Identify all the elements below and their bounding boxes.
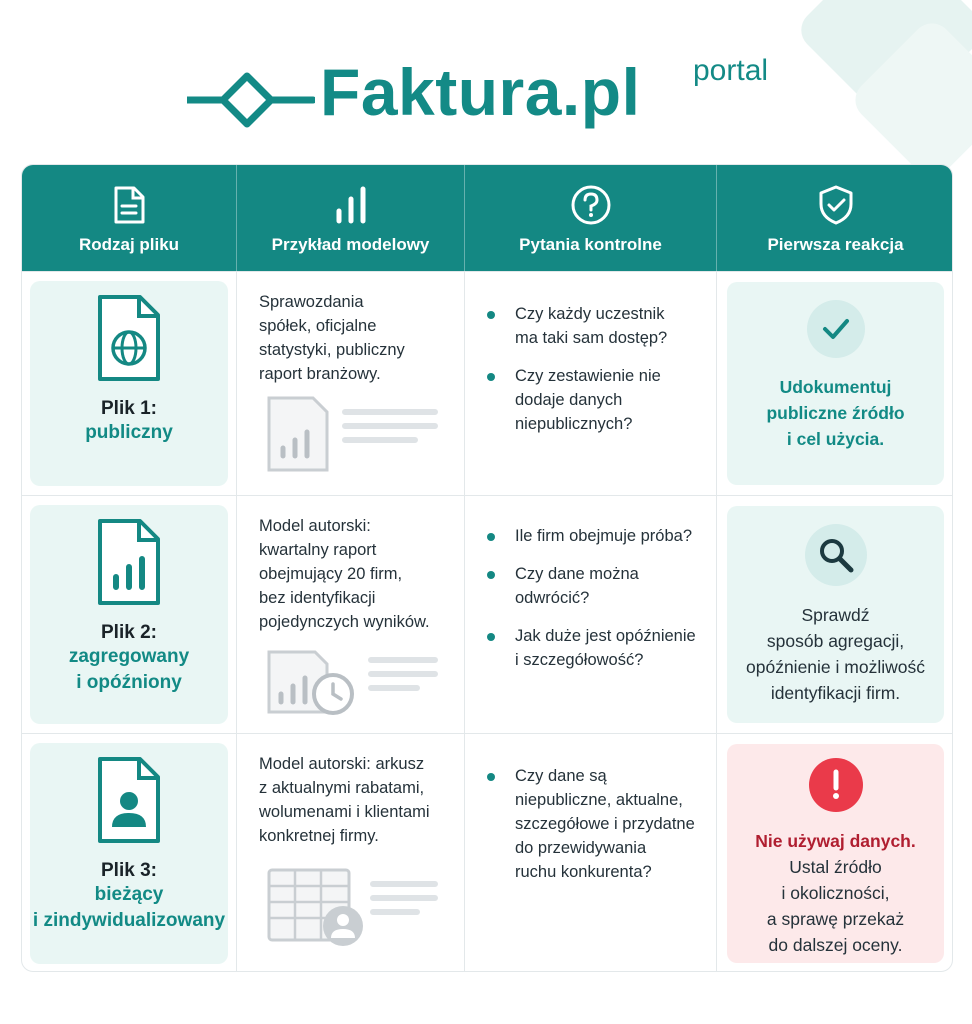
alert-icon: [808, 758, 863, 812]
list-item: Czy dane są niepubliczne, aktualne, szcz…: [485, 764, 706, 884]
reaction-card: Nie używaj danych. Ustal źródło i okolic…: [727, 744, 944, 963]
background-decoration: [672, 0, 972, 170]
file-subtitle: zagregowany: [68, 646, 190, 667]
table-row: Plik 3: bieżący i zindywidualizowany Mod…: [22, 733, 952, 971]
question-list: Czy dane są niepubliczne, aktualne, szcz…: [485, 764, 706, 898]
example-text: Model autorski: arkusz z aktualnymi raba…: [259, 755, 430, 845]
list-item: Ile firm obejmuje próba?: [485, 524, 706, 548]
file-title: Plik 1:: [101, 398, 157, 419]
table-row: Plik 1: publiczny Sprawozdania spółek, o…: [22, 271, 952, 495]
reaction-strong-text: i cel użycia.: [786, 429, 885, 449]
check-icon: [806, 300, 865, 358]
brand-suffix: portal: [693, 54, 769, 87]
file-subtitle: bieżący: [94, 884, 164, 905]
reaction-cell: Nie używaj danych. Ustal źródło i okolic…: [717, 734, 952, 971]
file-type-cell: Plik 3: bieżący i zindywidualizowany: [22, 734, 237, 971]
example-text: Model autorski: kwartalny raport obejmuj…: [259, 517, 430, 631]
file-title: Plik 2:: [101, 622, 157, 643]
example-cell: Model autorski: arkusz z aktualnymi raba…: [237, 734, 465, 971]
reaction-card: Udokumentuj publiczne źródło i cel użyci…: [727, 282, 944, 485]
reaction-card: Sprawdź sposób agregacji, opóźnienie i m…: [727, 506, 944, 723]
document-icon: [112, 183, 146, 227]
example-cell: Sprawozdania spółek, oficjalne statystyk…: [237, 272, 465, 495]
globe-file-icon: [94, 293, 164, 388]
file-card: Plik 3: bieżący i zindywidualizowany: [30, 743, 228, 964]
reaction-text: do dalszej oceny.: [768, 935, 903, 955]
header-label: Pierwsza reakcja: [767, 235, 904, 254]
file-card: Plik 1: publiczny: [30, 281, 228, 486]
file-title: Plik 3:: [101, 860, 157, 881]
file-type-cell: Plik 2: zagregowany i opóźniony: [22, 496, 237, 733]
questions-cell: Czy dane są niepubliczne, aktualne, szcz…: [465, 734, 717, 971]
table-row: Plik 2: zagregowany i opóźniony Model au…: [22, 495, 952, 733]
header-cell-questions: Pytania kontrolne: [465, 165, 717, 271]
example-cell: Model autorski: kwartalny raport obejmuj…: [237, 496, 465, 733]
header-label: Przykład modelowy: [271, 235, 430, 254]
file-subtitle: i zindywidualizowany: [32, 910, 226, 931]
spreadsheet-person-icon: [265, 866, 445, 953]
bar-chart-icon: [333, 183, 369, 227]
header-cell-example: Przykład modelowy: [237, 165, 465, 271]
reaction-strong-text: Udokumentuj: [779, 377, 892, 397]
brand-name: Faktura.pl: [320, 55, 641, 129]
reaction-text: Ustal źródło: [789, 857, 882, 877]
reaction-text: opóźnienie i możliwość: [746, 657, 925, 677]
file-subtitle: publiczny: [85, 422, 173, 443]
reaction-text: Sprawdź: [801, 605, 870, 625]
chart-file-icon: [94, 517, 164, 612]
comparison-table: Rodzaj pliku Przykład modelowy Pytania k…: [21, 164, 953, 972]
reaction-cell: Sprawdź sposób agregacji, opóźnienie i m…: [717, 496, 952, 733]
reaction-text: identyfikacji firm.: [770, 683, 901, 703]
header-cell-file-type: Rodzaj pliku: [22, 165, 237, 271]
file-type-cell: Plik 1: publiczny: [22, 272, 237, 495]
table-header: Rodzaj pliku Przykład modelowy Pytania k…: [22, 165, 952, 271]
reaction-text: i okoliczności,: [781, 883, 890, 903]
report-clock-icon: [265, 648, 445, 723]
header-cell-reaction: Pierwsza reakcja: [717, 165, 952, 271]
reaction-cell: Udokumentuj publiczne źródło i cel użyci…: [717, 272, 952, 495]
header-label: Pytania kontrolne: [519, 235, 662, 254]
search-icon: [804, 524, 867, 586]
reaction-strong-text: publiczne źródło: [766, 403, 905, 423]
person-file-icon: [94, 755, 164, 850]
file-subtitle: i opóźniony: [76, 672, 182, 693]
shield-check-icon: [817, 183, 855, 227]
file-card: Plik 2: zagregowany i opóźniony: [30, 505, 228, 724]
reaction-strong-text: Nie używaj danych.: [755, 831, 916, 851]
reaction-text: a sprawę przekaż: [766, 909, 905, 929]
logo-mark-icon: [187, 72, 315, 128]
header-label: Rodzaj pliku: [78, 235, 180, 254]
reaction-text: sposób agregacji,: [766, 631, 905, 651]
question-icon: [570, 183, 612, 227]
example-text: Sprawozdania spółek, oficjalne statystyk…: [259, 293, 405, 383]
report-chart-icon: [265, 394, 445, 479]
